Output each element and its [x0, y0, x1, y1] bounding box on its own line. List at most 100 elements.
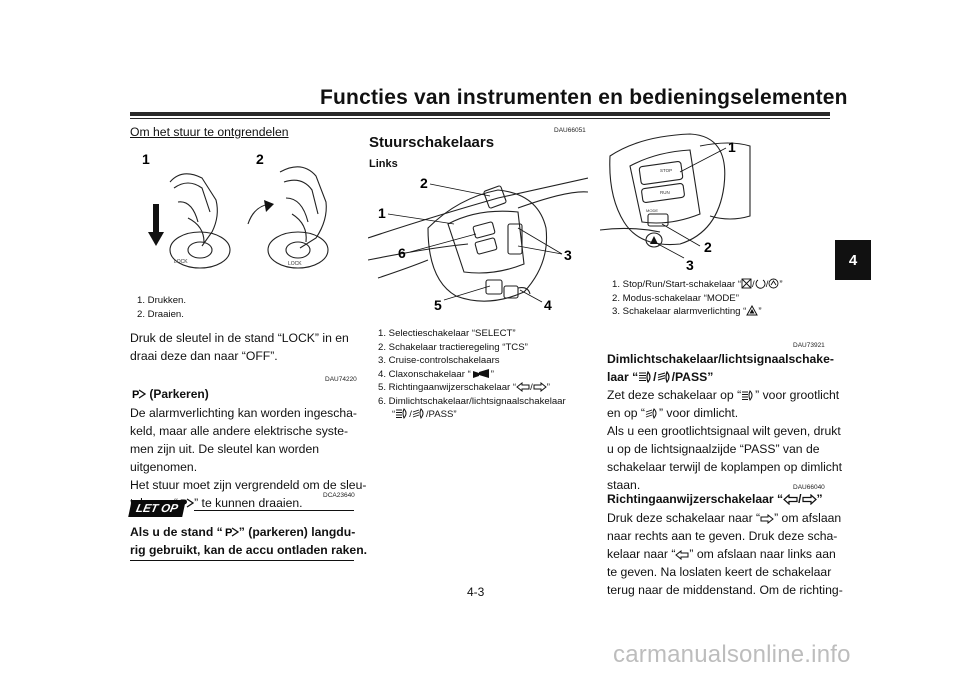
hazard-icon	[746, 305, 759, 316]
text-span: /	[752, 279, 755, 290]
high-beam-icon	[396, 408, 407, 419]
fig-label-2: 2	[704, 239, 712, 255]
lock-mark-1: LOCK	[174, 259, 188, 265]
unlock-captions: 1. Drukken. 2. Draaien.	[137, 294, 186, 321]
text-span: 1. Stop/Run/Start-schakelaar “	[612, 279, 742, 290]
dimmer-line: en op “” voor dimlicht.	[607, 404, 842, 422]
fig-label-1: 1	[378, 205, 386, 221]
text-span: “	[392, 409, 396, 420]
doc-code: DAU66051	[554, 127, 586, 134]
svg-text:P: P	[225, 527, 232, 538]
horn-icon	[472, 368, 489, 378]
dimmer-line: staan.	[607, 478, 641, 492]
fig-label-2: 2	[420, 175, 428, 191]
turn-body: Druk deze schakelaar naar “” om afslaan …	[607, 509, 843, 599]
text-span: ”	[816, 492, 823, 506]
high-beam-icon	[639, 371, 651, 383]
text-span: 3. Schakelaar alarmverlichting “	[612, 306, 747, 317]
dimmer-line: Zet deze schakelaar op “” voor grootlich…	[607, 386, 842, 404]
doc-code: DCA23640	[323, 492, 355, 499]
parking-body-line: uitgenomen.	[130, 460, 198, 474]
caption-item: 3. Cruise-controlschakelaars	[378, 355, 500, 366]
text-span: kelaar naar “	[607, 547, 676, 561]
turn-line: Druk deze schakelaar naar “” om afslaan	[607, 509, 843, 527]
dimmer-heading: Dimlichtschakelaar/lichtsignaalschake- l…	[607, 350, 834, 386]
page-title: Functies van instrumenten en bedieningse…	[320, 86, 848, 109]
section-title: Stuurschakelaars	[369, 134, 495, 151]
text-span: laar “	[607, 370, 639, 384]
high-beam-icon	[742, 390, 753, 401]
parking-body-line: De alarmverlichting kan worden ingescha-	[130, 406, 357, 420]
left-switch-figure: 1 2 3 4 5 6	[368, 175, 588, 313]
caption-1: 1. Drukken.	[137, 295, 187, 306]
dimmer-heading-line1: Dimlichtschakelaar/lichtsignaalschake-	[607, 352, 834, 366]
text-span: 5. Richtingaanwijzerschakelaar “	[378, 382, 517, 393]
mode-label: MODE	[646, 208, 658, 213]
text-span: ” (parkeren) langdu-	[238, 525, 356, 539]
text-span: Richtingaanwijzerschakelaar “	[607, 492, 784, 506]
unlock-title: Om het stuur te ontgrendelen	[130, 125, 289, 139]
chapter-tab[interactable]: 4	[835, 240, 871, 280]
text-span: ” om afslaan naar links aan	[689, 547, 836, 561]
caption-item: 3. Schakelaar alarmverlichting “”	[612, 305, 783, 319]
caption-item: 2. Schakelaar tractieregeling “TCS”	[378, 341, 528, 353]
turn-left-icon	[516, 382, 530, 392]
text-span: ” om afslaan	[774, 511, 842, 525]
low-beam-icon	[412, 408, 424, 419]
text-span: /	[653, 370, 657, 384]
header-rule	[130, 112, 830, 116]
lock-instructions: Druk de sleutel in de stand “LOCK” in en…	[130, 329, 349, 365]
turn-right-icon	[760, 514, 774, 524]
lock-instructions-line1: Druk de sleutel in de stand “LOCK” in en	[130, 331, 349, 345]
text-span: ” voor dimlicht.	[658, 406, 739, 420]
turn-heading: Richtingaanwijzerschakelaar “ / ”	[607, 492, 823, 506]
text-span: 4. Claxonschakelaar “	[378, 368, 471, 380]
watermark[interactable]: carmanualsonline.info	[613, 641, 851, 668]
text-span: /	[409, 409, 412, 420]
dimmer-heading-line2: laar “ / /PASS”	[607, 368, 834, 386]
notice-line2: rig gebruikt, kan de accu ontladen raken…	[130, 543, 368, 557]
text-span: /	[530, 382, 533, 393]
fig-label-1: 1	[142, 151, 150, 167]
start-icon	[768, 278, 779, 289]
caption-item: 5. Richtingaanwijzerschakelaar “/”	[378, 381, 566, 395]
lock-mark-2: LOCK	[288, 261, 302, 267]
turn-right-icon	[533, 382, 547, 392]
caption-item: 4. Claxonschakelaar “”	[378, 368, 566, 382]
text-span: /	[798, 492, 802, 506]
fig-label-1: 1	[728, 139, 736, 155]
notice-rule	[194, 510, 354, 511]
run-icon	[755, 279, 766, 289]
notice-bottom-rule	[130, 560, 354, 561]
turn-left-icon	[783, 494, 798, 505]
text-span: Als u de stand “	[130, 525, 223, 539]
caption-item: 6. Dimlichtschakelaar/lichtsignaalschake…	[378, 395, 566, 407]
notice-line1: Als u de stand “P ” (parkeren) langdu-	[130, 523, 367, 541]
doc-code: DAU74220	[325, 376, 357, 383]
doc-code: DAU66040	[793, 484, 825, 491]
dimmer-line: u op de lichtsignaalzijde “PASS” van de	[607, 442, 820, 456]
caption-item-cont: “//PASS”	[378, 408, 566, 422]
notice-header: LET OP	[128, 500, 354, 518]
low-beam-icon	[657, 371, 670, 383]
fig-label-3: 3	[686, 257, 694, 272]
text-span: /PASS”	[671, 370, 714, 384]
parking-heading: P (Parkeren)	[130, 387, 209, 401]
subsection-links: Links	[369, 158, 398, 170]
dimmer-body: Zet deze schakelaar op “” voor grootlich…	[607, 386, 842, 494]
notice-badge: LET OP	[128, 500, 186, 517]
dimmer-line: schakelaar terwijl de koplampen op dimli…	[607, 460, 843, 474]
fig-label-5: 5	[434, 297, 442, 313]
parking-icon: P	[132, 389, 146, 400]
doc-code: DAU73921	[793, 342, 825, 349]
stop-label: STOP	[660, 168, 672, 173]
caption-item: 1. Stop/Run/Start-schakelaar “//”	[612, 278, 783, 292]
turn-left-icon	[675, 550, 689, 560]
parking-body-line: men zijn uit. De sleutel kan worden	[130, 442, 320, 456]
low-beam-icon	[645, 408, 657, 419]
right-captions: 1. Stop/Run/Start-schakelaar “//” 2. Mod…	[612, 278, 783, 319]
parking-icon: P	[225, 527, 239, 538]
switch-captions: 1. Selectieschakelaar “SELECT” 2. Schake…	[378, 327, 566, 422]
caption-item: 1. Selectieschakelaar “SELECT”	[378, 328, 516, 339]
turn-line: te geven. Na loslaten keert de schakelaa…	[607, 565, 832, 579]
